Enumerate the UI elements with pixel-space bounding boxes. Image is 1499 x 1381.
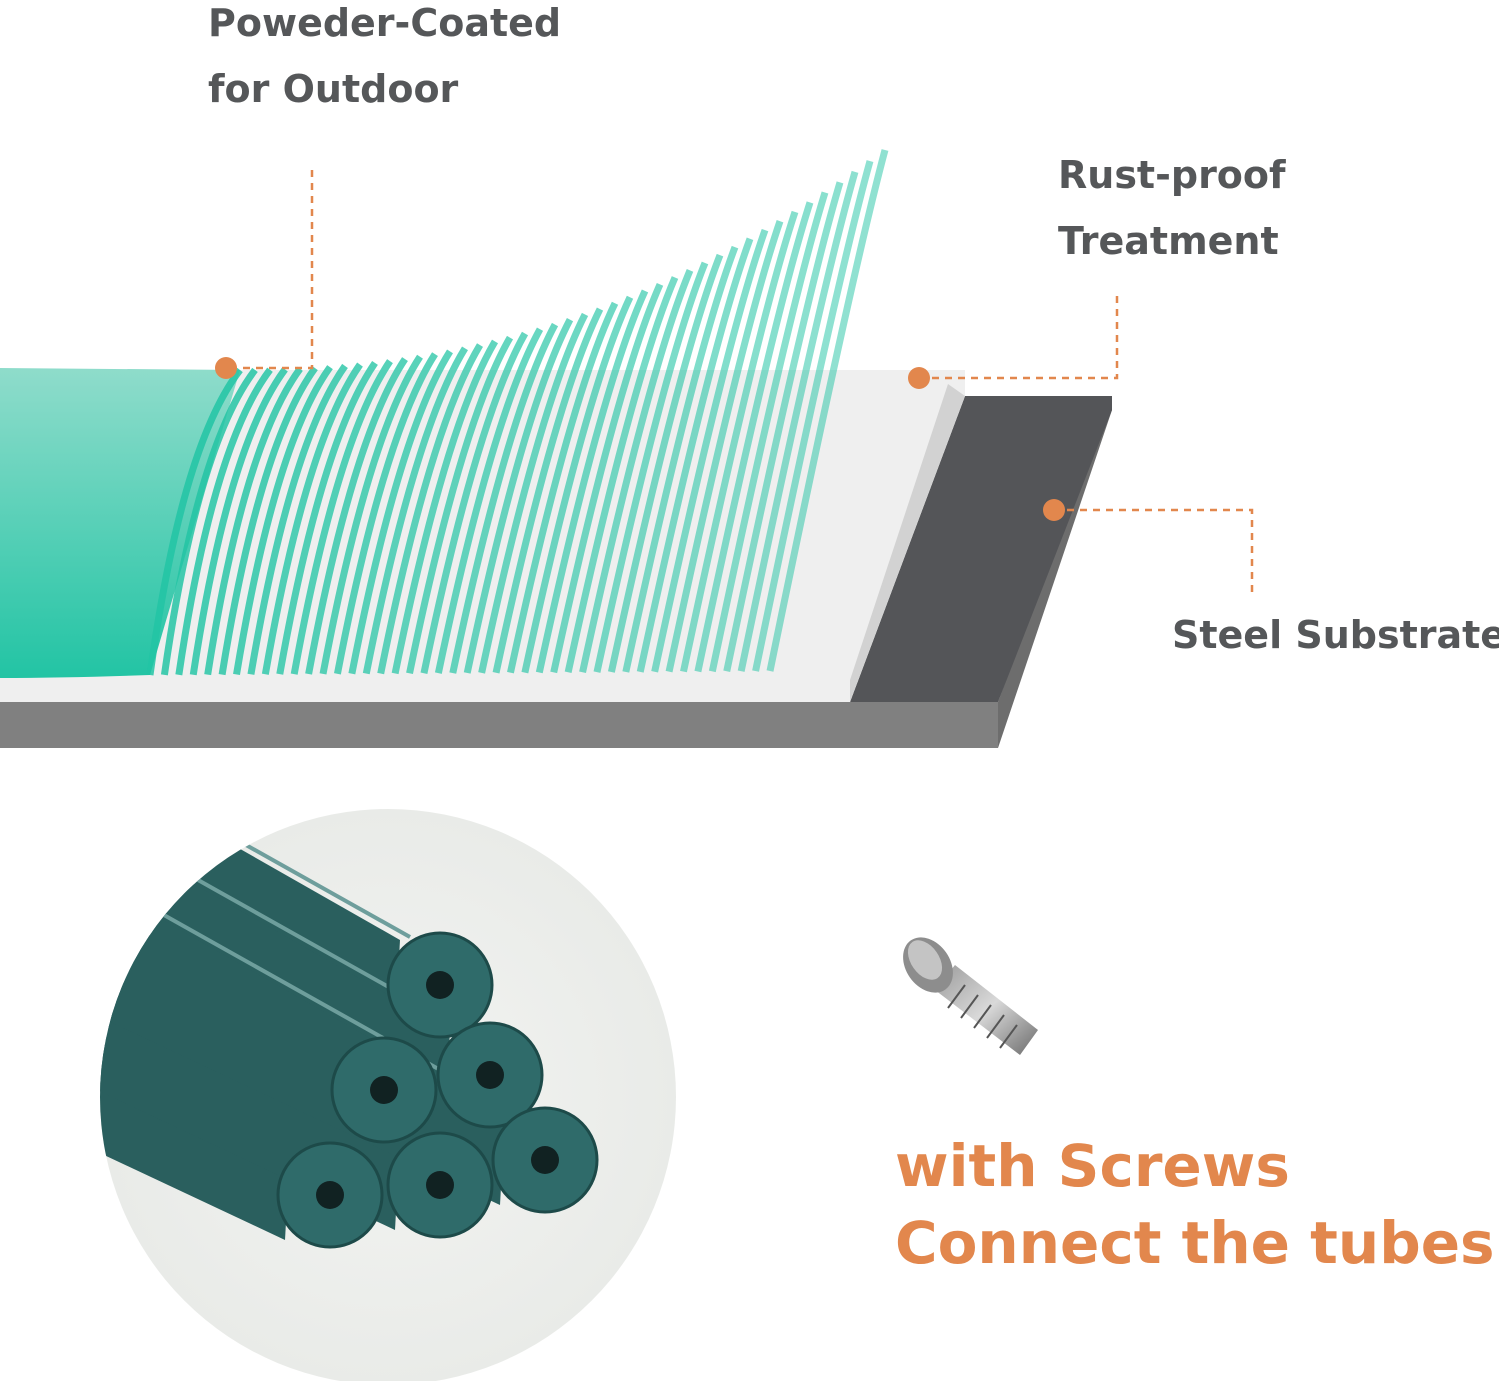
coating-stripe: [449, 322, 559, 674]
coating-stripe: [579, 269, 694, 673]
coating-stripe: [247, 363, 348, 675]
coating-stripe: [752, 160, 874, 672]
coating-stripe: [492, 307, 604, 674]
callout-dot-rustproof: [908, 367, 930, 389]
label-substrate: Steel Substrate: [1172, 613, 1499, 657]
coating-stripe: [622, 245, 739, 673]
coating-stripe: [507, 301, 619, 674]
tube-body: [100, 945, 290, 1240]
base-layer-side: [998, 396, 1112, 748]
coating-stripe: [290, 359, 393, 675]
coating-stripe: [463, 318, 574, 674]
coating-stripe: [146, 367, 243, 676]
coating-stripe: [694, 201, 814, 673]
callout-line-coating: [226, 170, 314, 370]
coating-stripe: [478, 312, 589, 674]
tube-hole: [426, 971, 454, 999]
coating-stripe: [160, 367, 258, 676]
coating-stripe: [651, 228, 769, 673]
coating-stripe: [189, 367, 288, 676]
label-coating-line1: Poweder-Coated: [208, 1, 561, 45]
label-rustproof-line1: Rust-proof: [1058, 153, 1286, 197]
callout-dot-substrate: [1043, 499, 1065, 521]
coating-stripe: [766, 149, 889, 672]
coating-stripe: [550, 282, 664, 674]
coating-stripe: [319, 354, 423, 675]
tube-hole: [426, 1171, 454, 1199]
coating-stripe: [607, 253, 724, 673]
callout-line-rustproof: [920, 296, 1119, 380]
powder-coating-peel: [146, 149, 889, 676]
coating-stripe: [521, 295, 634, 674]
tube-hole: [476, 1061, 504, 1089]
coating-stripe: [708, 191, 829, 673]
base-layer: [0, 702, 998, 748]
coating-stripe: [175, 367, 273, 676]
coating-stripe: [261, 362, 363, 675]
label-coating-line2: for Outdoor: [208, 67, 459, 111]
steel-substrate-layer: [850, 396, 1112, 702]
label-rustproof-line2: Treatment: [1058, 219, 1279, 263]
coating-stripe: [348, 349, 453, 675]
coating-stripe: [636, 237, 754, 673]
tubes-photo: [100, 809, 676, 1381]
tube-hole: [370, 1076, 398, 1104]
caption-line1: with Screws: [895, 1132, 1290, 1200]
tube-hole: [316, 1181, 344, 1209]
callout-line-substrate: [1054, 508, 1254, 595]
coating-stripe: [665, 220, 784, 673]
powder-coating-layer: [0, 368, 240, 678]
coating-stripe: [377, 343, 483, 675]
screw-icon: [903, 937, 1038, 1055]
coating-stripe: [391, 339, 499, 675]
coating-stripe: [434, 327, 544, 674]
rustproof-layer-edge: [850, 384, 965, 702]
coating-stripe: [204, 366, 303, 676]
coating-stripe: [535, 289, 649, 674]
coating-stripe: [723, 181, 844, 672]
coating-stripe: [218, 366, 318, 676]
coating-stripe: [334, 352, 438, 675]
coating-stripe: [420, 331, 529, 674]
coating-stripe: [593, 261, 709, 673]
coating-stripe: [362, 346, 468, 675]
coating-stripe: [305, 357, 408, 675]
coating-stripe: [680, 210, 799, 673]
coating-stripe: [233, 365, 333, 676]
callout-dot-coating: [215, 357, 237, 379]
tube-hole: [531, 1146, 559, 1174]
caption-line2: Connect the tubes: [895, 1209, 1495, 1277]
coating-stripe: [276, 360, 378, 675]
coating-stripe: [406, 335, 514, 675]
coating-stripe: [737, 170, 859, 672]
coating-stripe: [564, 276, 679, 674]
